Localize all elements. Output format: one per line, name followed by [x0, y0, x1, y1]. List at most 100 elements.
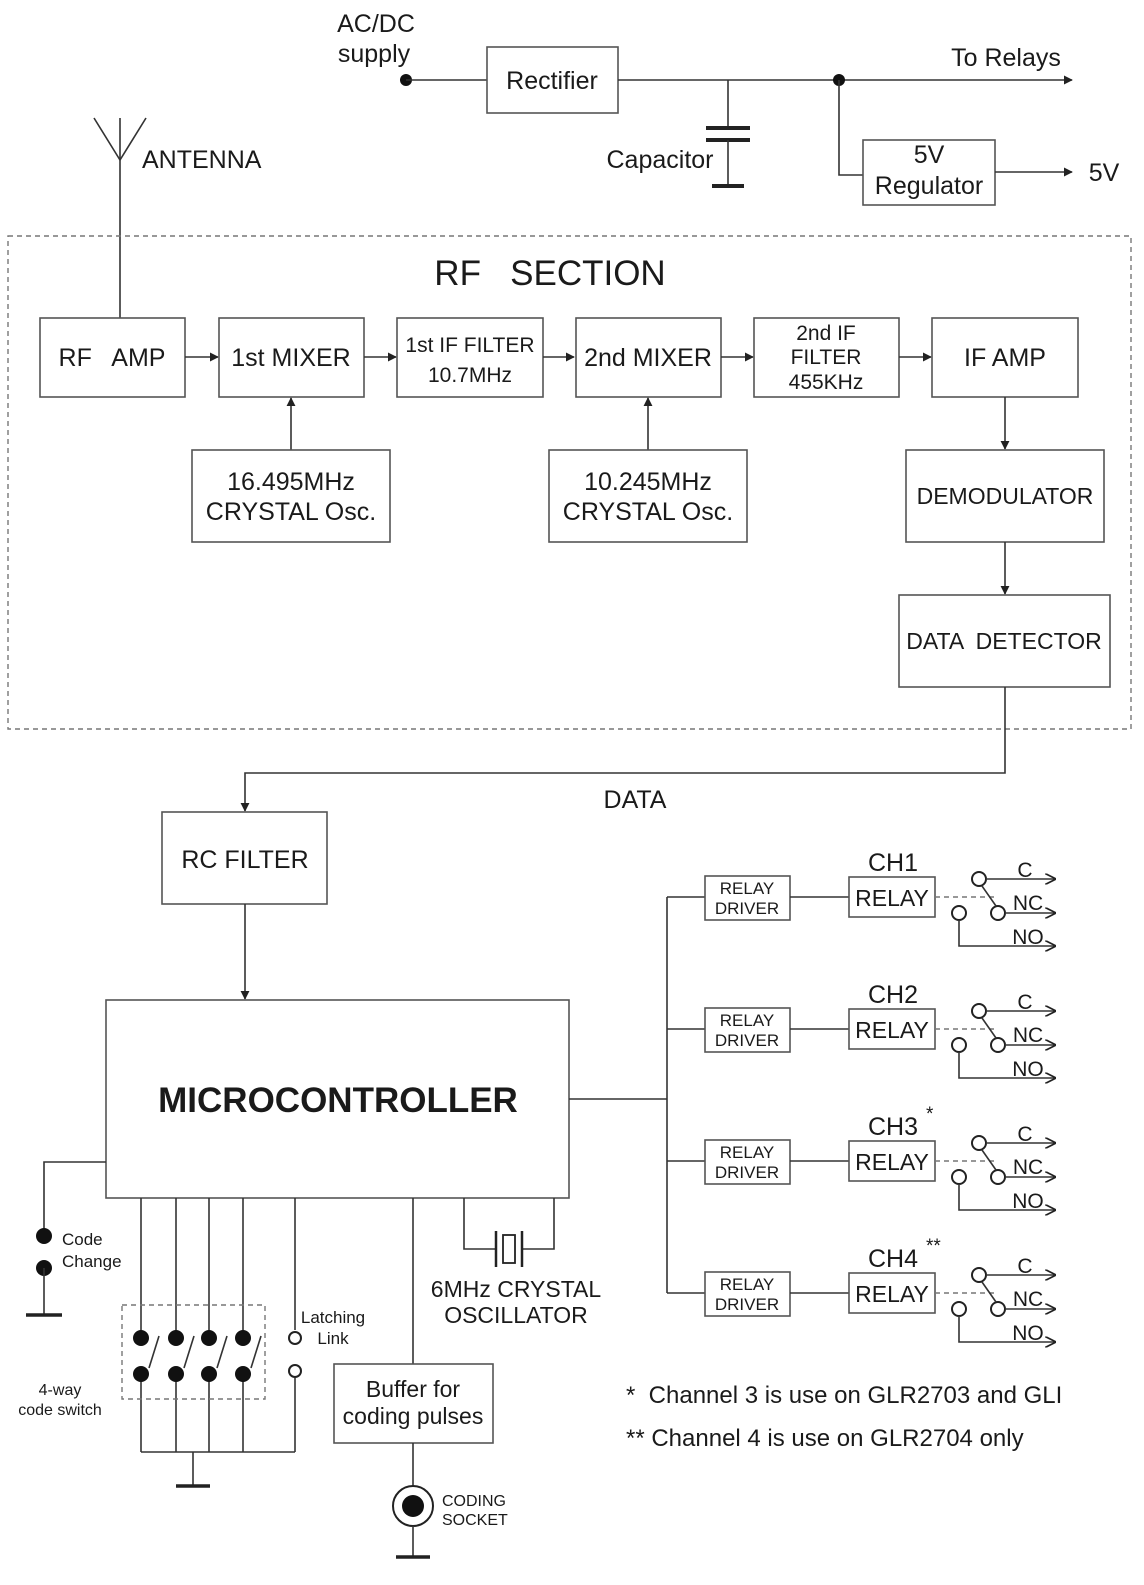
- relay-driver-label-line2: DRIVER: [715, 1295, 779, 1314]
- if-filter2-block: [753, 317, 900, 398]
- relay-label: RELAY: [855, 1017, 929, 1043]
- code-switch-label-line2: code switch: [18, 1402, 102, 1419]
- code-switch-label-line1: 4-way: [39, 1382, 82, 1399]
- contact-c-label: C: [1017, 1123, 1032, 1146]
- if-amp-block: [931, 317, 1079, 398]
- 5v-output-label: 5V: [1089, 159, 1120, 187]
- channel-mark: **: [926, 1236, 941, 1257]
- relay-driver-block: [704, 1271, 791, 1317]
- relay-driver-label-line1: RELAY: [720, 1011, 775, 1030]
- capacitor-symbol: [706, 80, 750, 188]
- relay-label: RELAY: [855, 1149, 929, 1175]
- if-filter2-label-line3: 455KHz: [789, 371, 864, 394]
- mixer2-block: [575, 317, 722, 398]
- relay-block: [848, 876, 936, 918]
- demodulator-label: DEMODULATOR: [917, 483, 1094, 509]
- relay-driver-block: [704, 1139, 791, 1185]
- regulator-label-line1: 5V: [914, 141, 945, 169]
- oscillator2-label-line2: CRYSTAL Osc.: [563, 498, 733, 526]
- contact-nc-label: NC: [1013, 1024, 1043, 1047]
- if-filter2-label-line1: 2nd IF: [796, 322, 856, 345]
- capacitor-label: Capacitor: [607, 146, 714, 174]
- code-switch: [121, 1198, 302, 1488]
- to-relays-label: To Relays: [951, 44, 1061, 72]
- code-switch-boundary: [121, 1304, 266, 1400]
- relay-driver-label-line2: DRIVER: [715, 1031, 779, 1050]
- oscillator2-block: [548, 449, 748, 543]
- data-detector-label: DATA DETECTOR: [906, 628, 1102, 654]
- contact-no-label: NO: [1012, 1058, 1044, 1081]
- footnote-channel3: * Channel 3 is use on GLR2703 and GLI: [626, 1382, 1062, 1409]
- relay-driver-label-line1: RELAY: [720, 1143, 775, 1162]
- relay-contacts: [935, 871, 1055, 946]
- channel-2: RELAY DRIVER RELAY CH2 C NC NO: [667, 981, 1055, 1081]
- relay-driver-label-line1: RELAY: [720, 879, 775, 898]
- channel-1: RELAY DRIVER RELAY CH1 C NC NO: [667, 849, 1055, 949]
- relay-driver-label-line1: RELAY: [720, 1275, 775, 1294]
- mixer2-label: 2nd MIXER: [584, 344, 712, 372]
- contact-no-label: NO: [1012, 926, 1044, 949]
- contact-no-label: NO: [1012, 1190, 1044, 1213]
- rf-amp-label: RF AMP: [59, 344, 166, 372]
- rf-section-boundary: [7, 235, 1132, 730]
- crystal-label-line2: OSCILLATOR: [444, 1302, 588, 1328]
- relay-driver-label-line2: DRIVER: [715, 1163, 779, 1182]
- contact-nc-label: NC: [1013, 1156, 1043, 1179]
- relay-label: RELAY: [855, 1281, 929, 1307]
- supply-label-line2: supply: [338, 40, 411, 68]
- rc-filter-label: RC FILTER: [181, 846, 308, 874]
- contact-c-label: C: [1017, 991, 1032, 1014]
- oscillator2-label-line1: 10.245MHz: [584, 468, 712, 496]
- relay-block: [848, 1272, 936, 1314]
- rectifier-label: Rectifier: [506, 67, 598, 95]
- rf-amp-block: [39, 317, 186, 398]
- footnote-channel4: ** Channel 4 is use on GLR2704 only: [626, 1425, 1024, 1452]
- latching-link-terminal: [288, 1331, 302, 1345]
- relay-driver-block: [704, 875, 791, 921]
- contact-nc-label: NC: [1013, 892, 1043, 915]
- relay-contacts: [935, 1135, 1055, 1210]
- oscillator1-block: [191, 449, 391, 543]
- crystal-symbol: [463, 1198, 555, 1267]
- coding-socket-label-line2: SOCKET: [442, 1512, 508, 1529]
- rc-filter-block: [161, 811, 328, 905]
- channel-name: CH1: [868, 849, 918, 877]
- code-change-label-line2: Change: [62, 1252, 122, 1271]
- channel-mark: *: [926, 1104, 934, 1125]
- channel-3: RELAY DRIVER RELAY CH3 * C NC NO: [667, 1104, 1055, 1213]
- if-filter1-label-line2: 10.7MHz: [428, 364, 512, 387]
- if-filter1-block: [396, 317, 544, 398]
- microcontroller-label: MICROCONTROLLER: [158, 1081, 518, 1120]
- channel-name: CH3: [868, 1113, 918, 1141]
- channel-4: RELAY DRIVER RELAY CH4 ** C NC NO: [667, 1236, 1055, 1345]
- buffer-label-line2: coding pulses: [343, 1403, 484, 1429]
- latching-link-terminal: [288, 1364, 302, 1378]
- relay-label: RELAY: [855, 885, 929, 911]
- code-change-label-line1: Code: [62, 1230, 103, 1249]
- coding-socket-icon: [392, 1485, 434, 1527]
- contact-c-label: C: [1017, 1255, 1032, 1278]
- relay-contacts: [935, 1267, 1055, 1342]
- demodulator-block: [905, 449, 1105, 543]
- relay-contacts: [935, 1003, 1055, 1078]
- power-supply: AC/DC supply Rectifier To Relays Capacit…: [337, 10, 1120, 206]
- contact-no-label: NO: [1012, 1322, 1044, 1345]
- if-amp-label: IF AMP: [964, 344, 1046, 372]
- contact-c-label: C: [1017, 859, 1032, 882]
- oscillator1-label-line1: 16.495MHz: [227, 468, 355, 496]
- oscillator1-label-line2: CRYSTAL Osc.: [206, 498, 376, 526]
- coding-socket-label-line1: CODING: [442, 1493, 506, 1510]
- contact-nc-label: NC: [1013, 1288, 1043, 1311]
- crystal-label-line1: 6MHz CRYSTAL: [431, 1276, 602, 1302]
- buffer-label-line1: Buffer for: [366, 1376, 461, 1402]
- antenna-label: ANTENNA: [142, 146, 262, 174]
- mixer1-label: 1st MIXER: [231, 344, 350, 372]
- rf-section-title: RF SECTION: [434, 254, 665, 293]
- relay-driver-label-line2: DRIVER: [715, 899, 779, 918]
- regulator-label-line2: Regulator: [875, 172, 983, 200]
- if-filter2-label-line2: FILTER: [791, 346, 862, 369]
- data-label: DATA: [604, 786, 667, 814]
- relay-block: [848, 1008, 936, 1050]
- supply-label-line1: AC/DC: [337, 10, 415, 38]
